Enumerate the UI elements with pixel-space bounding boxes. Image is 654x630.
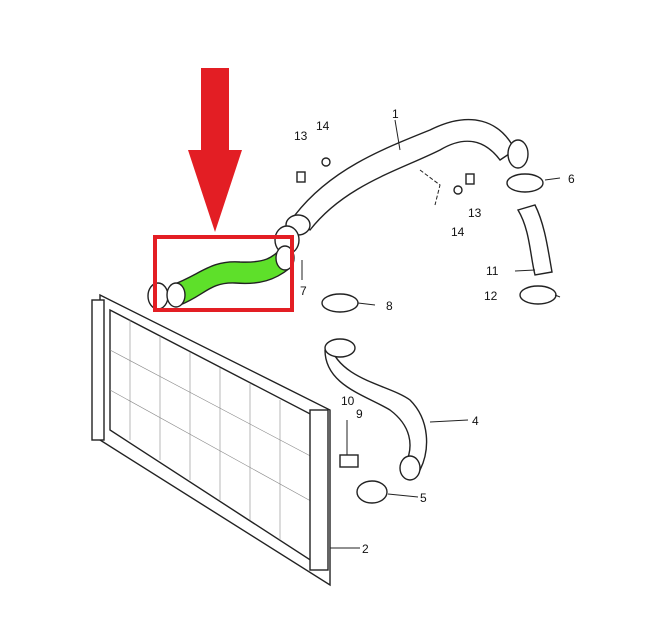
- bracket-9: [339, 454, 359, 468]
- label-7: 7: [300, 284, 307, 298]
- intercooler: [91, 293, 331, 587]
- clamp-6: [506, 173, 544, 193]
- label-12: 12: [484, 289, 498, 303]
- label-6: 6: [568, 172, 575, 186]
- clamp-12: [519, 285, 557, 305]
- label-14: 14: [316, 119, 330, 133]
- label-11: 11: [486, 264, 499, 278]
- red-arrow-icon: [188, 68, 242, 232]
- label-8: 8: [386, 299, 393, 313]
- washer-14: [321, 157, 331, 167]
- label-5: 5: [420, 491, 427, 505]
- highlight-box: [153, 235, 294, 312]
- clamp-5: [356, 480, 388, 504]
- label-1: 1: [392, 107, 399, 121]
- charge-pipe-1: [285, 118, 529, 236]
- label-14: 14: [451, 225, 465, 239]
- label-9: 9: [356, 407, 363, 421]
- clamp-left: [147, 282, 169, 310]
- label-13: 13: [294, 129, 308, 143]
- clamp-8: [321, 293, 359, 313]
- hose-11: [516, 204, 553, 276]
- label-2: 2: [362, 542, 369, 556]
- label-13: 13: [468, 206, 482, 220]
- highlighted-hose: [166, 245, 295, 308]
- bolt-13: [296, 171, 306, 183]
- label-10: 10: [341, 394, 355, 408]
- part-labels: 1 2 4 5 6 7 8 9 10 11 12 13 14 13 14: [294, 107, 575, 556]
- label-4: 4: [472, 414, 479, 428]
